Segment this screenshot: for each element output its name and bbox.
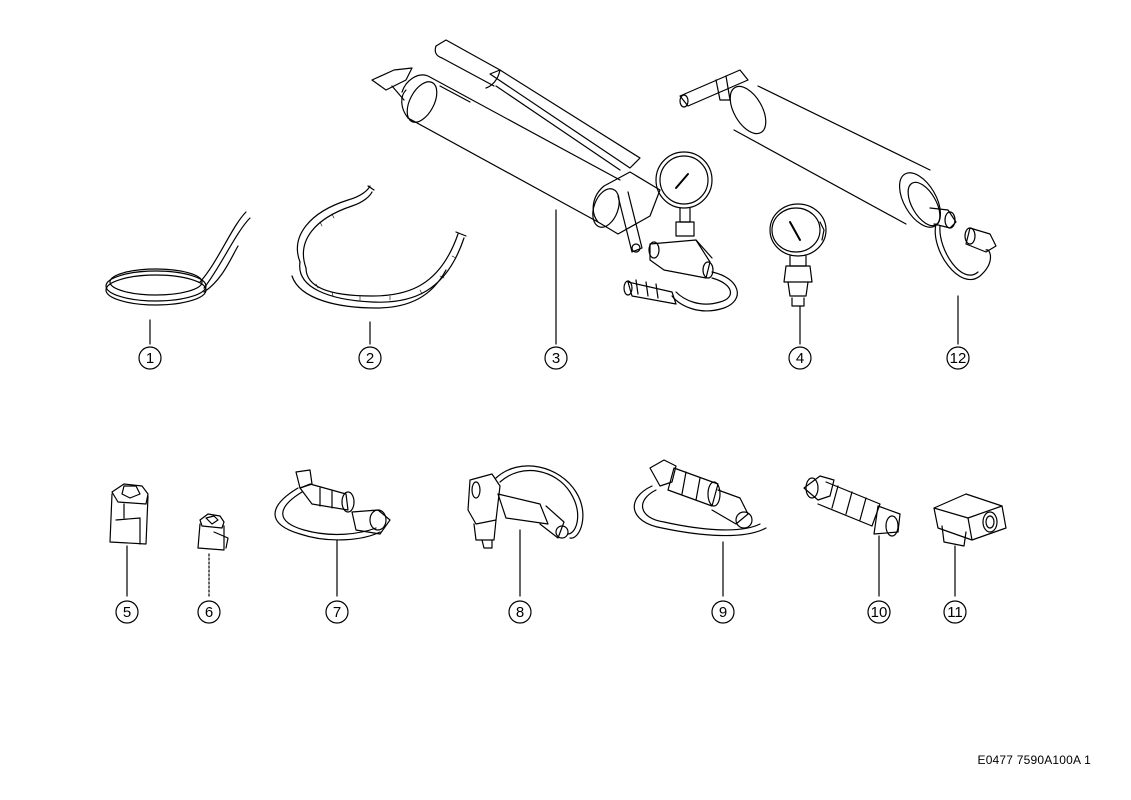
callout-8: 8: [508, 600, 532, 624]
callout-number: 11: [947, 604, 963, 621]
callout-6: 6: [197, 600, 221, 624]
callout-number: 6: [205, 604, 213, 621]
callout-7: 7: [325, 600, 349, 624]
callout-circle: [508, 600, 532, 624]
socket-tool-icon: [109, 483, 149, 545]
callout-4: 4: [788, 346, 812, 370]
callout-number: 5: [123, 604, 131, 621]
callout-circle: [197, 600, 221, 624]
callout-circle: [711, 600, 735, 624]
elbow-union-icon: [933, 493, 1007, 547]
callout-5: 5: [115, 600, 139, 624]
callout-number: 4: [796, 350, 804, 367]
callout-9: 9: [711, 600, 735, 624]
callout-12: 12: [946, 346, 970, 370]
callout-circle: [138, 346, 162, 370]
angled-coupling-icon: [467, 465, 584, 549]
callout-circle: [788, 346, 812, 370]
looped-coupling-icon: [274, 469, 391, 541]
callout-number: 2: [366, 350, 374, 367]
coiled-hose-icon: [291, 185, 467, 309]
callout-number: 10: [871, 604, 888, 621]
coiled-wire-icon: [105, 211, 251, 306]
threaded-adapter-icon: [803, 475, 901, 537]
callout-circle: [358, 346, 382, 370]
callout-3: 3: [544, 346, 568, 370]
callout-number: 1: [146, 350, 154, 367]
callout-number: 7: [333, 604, 341, 621]
straight-coupling-icon: [633, 459, 767, 537]
hand-pump-with-gauge-icon: [371, 39, 738, 312]
callout-1: 1: [138, 346, 162, 370]
pressure-gauge-icon: [769, 203, 827, 307]
callout-circle: [544, 346, 568, 370]
callout-11: 11: [943, 600, 967, 624]
suction-pump-icon: [679, 69, 997, 281]
callout-circle: [325, 600, 349, 624]
small-socket-icon: [197, 513, 229, 551]
callout-number: 3: [552, 350, 560, 367]
callout-circle: [946, 346, 970, 370]
callout-10: 10: [867, 600, 891, 624]
callout-circle: [943, 600, 967, 624]
callout-number: 12: [950, 350, 967, 367]
callout-circle: [115, 600, 139, 624]
callout-number: 9: [719, 604, 727, 621]
callout-number: 8: [516, 604, 524, 621]
callout-circle: [867, 600, 891, 624]
callout-2: 2: [358, 346, 382, 370]
reference-code: E0477 7590A100A 1: [977, 753, 1091, 767]
